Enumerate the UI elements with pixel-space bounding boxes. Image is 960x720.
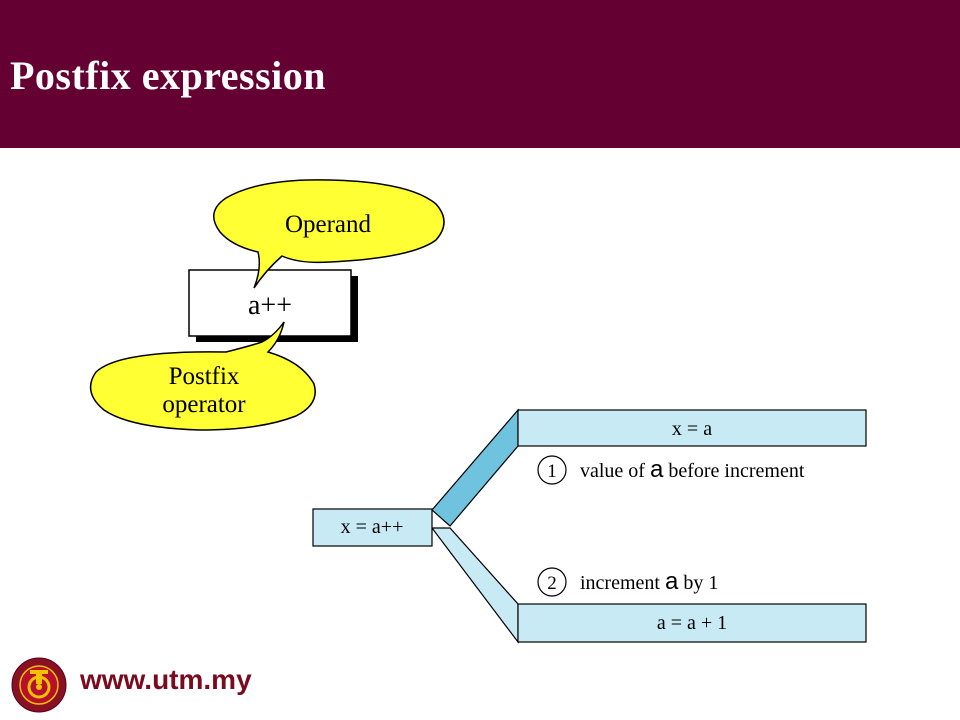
step2-text-before: increment <box>580 572 665 594</box>
step1-circle <box>537 455 567 485</box>
step1-var: a <box>650 456 664 483</box>
operator-label-line1: Postfix <box>169 363 240 390</box>
step2-circle <box>537 567 567 597</box>
step2-text-after: by 1 <box>678 572 718 594</box>
footer-url[interactable]: www.utm.my <box>80 664 252 695</box>
step2-text: increment a by 1 <box>580 568 718 595</box>
input-box <box>312 508 433 547</box>
step2-number: 2 <box>547 573 557 594</box>
bottom-result-box <box>517 603 867 643</box>
lower-branch <box>430 527 519 644</box>
top-result-box <box>517 409 867 447</box>
expression-box <box>188 269 352 337</box>
operand-label: Operand <box>285 211 372 238</box>
expression-text: a++ <box>248 290 292 321</box>
operand-callout <box>213 179 445 289</box>
title-bar: Postfix expression <box>0 0 960 148</box>
step2-var: a <box>665 568 679 595</box>
step1-text: value of a before increment <box>580 456 805 483</box>
operator-callout <box>89 321 316 431</box>
step1-text-before: value of <box>580 460 650 482</box>
input-expression: x = a++ <box>341 516 404 538</box>
upper-branch <box>431 408 519 527</box>
bottom-result: a = a + 1 <box>657 612 727 634</box>
step1-number: 1 <box>547 461 557 482</box>
step1-text-after: before increment <box>663 460 804 482</box>
operator-label-line2: operator <box>162 391 246 418</box>
top-result: x = a <box>672 418 712 440</box>
utm-logo <box>11 657 67 713</box>
slide-title: Postfix expression <box>10 53 327 98</box>
